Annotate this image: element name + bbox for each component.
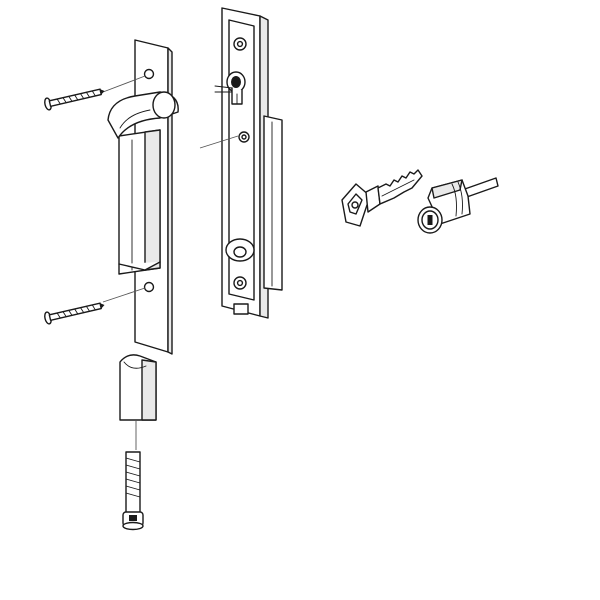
pull-grip-insert xyxy=(119,354,157,450)
mounting-screw xyxy=(44,287,146,325)
interior-handle-escutcheon xyxy=(199,7,283,319)
mortise-key xyxy=(341,169,423,227)
cap-head-bolt xyxy=(122,451,144,531)
keyed-thumb-turn xyxy=(214,71,246,105)
mounting-screw xyxy=(44,75,146,111)
exterior-handle-escutcheon xyxy=(107,39,179,355)
key-cylinder xyxy=(417,177,499,234)
